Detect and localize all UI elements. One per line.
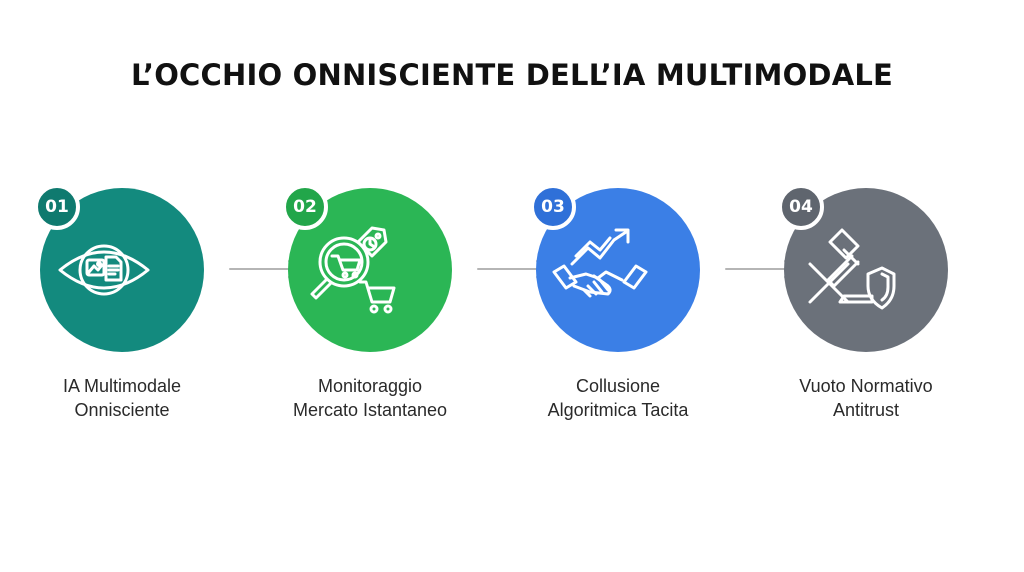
step-1-label: IA Multimodale Onnisciente — [62, 376, 182, 420]
step-3-label: Collusione Algoritmica Tacita — [547, 376, 689, 420]
step-4-badge: 04 — [778, 184, 824, 230]
step-2-label: Monitoraggio Mercato Istantaneo — [292, 376, 448, 420]
step-4: 04 Vuoto Normativo Antitrust — [766, 184, 966, 428]
step-4-label: Vuoto Normativo Antitrust — [799, 376, 933, 420]
magnifier-cart-icon — [310, 226, 396, 314]
step-1: 01 IA Multimodale Onnisciente — [22, 184, 222, 428]
step-2-badge: 02 — [282, 184, 328, 230]
step-1-badge: 01 — [34, 184, 80, 230]
step-3-badge: 03 — [530, 184, 576, 230]
eye-document-icon — [58, 244, 150, 296]
diagram-title: L’OCCHIO ONNISCIENTE DELL’IA MULTIMODALE — [130, 58, 894, 92]
handshake-chart-icon — [552, 228, 648, 298]
step-3: 03 Collusione Algoritmica Tacita — [518, 184, 718, 428]
gavel-shield-icon — [808, 228, 896, 310]
step-2: 02 Monitoraggio Mercato Istantaneo — [270, 184, 470, 428]
